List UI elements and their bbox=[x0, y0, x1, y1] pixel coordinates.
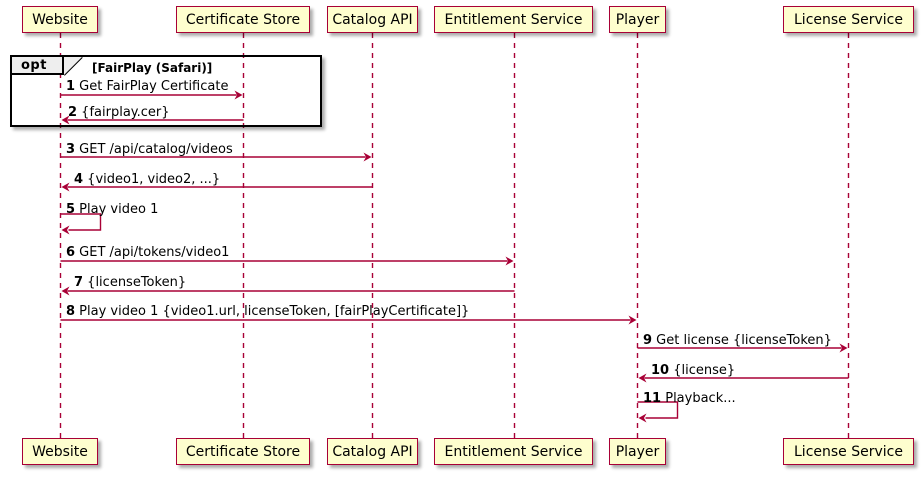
fragment-operator-label: opt bbox=[21, 57, 47, 73]
message-body: GET /api/tokens/video1 bbox=[75, 245, 230, 260]
message-label-6: 6 GET /api/tokens/video1 bbox=[66, 246, 229, 259]
arrow-head bbox=[628, 315, 637, 325]
participant-label: Certificate Store bbox=[185, 443, 301, 460]
participant-label: License Service bbox=[794, 11, 903, 28]
message-number: 10 bbox=[651, 363, 670, 378]
message-label-11: 11 Playback... bbox=[643, 392, 736, 405]
participant-bottom-license[interactable]: License Service bbox=[783, 438, 914, 465]
participant-bottom-catalogapi[interactable]: Catalog API bbox=[327, 438, 418, 465]
arrow-head bbox=[61, 182, 70, 192]
fragment-tab-slant bbox=[64, 57, 82, 75]
participant-label: Player bbox=[615, 11, 660, 28]
message-body: Get FairPlay Certificate bbox=[75, 79, 229, 94]
participant-top-entitlement[interactable]: Entitlement Service bbox=[434, 6, 593, 33]
arrow-head bbox=[505, 256, 514, 266]
message-label-1: 1 Get FairPlay Certificate bbox=[66, 80, 228, 93]
message-body: Get license {licenseToken} bbox=[652, 333, 832, 348]
message-body: Play video 1 {video1.url, licenseToken, … bbox=[75, 304, 470, 319]
participant-bottom-entitlement[interactable]: Entitlement Service bbox=[434, 438, 593, 465]
message-label-7: 7 {licenseToken} bbox=[74, 276, 186, 289]
message-number: 4 bbox=[74, 172, 84, 187]
arrow-head bbox=[363, 152, 372, 162]
message-label-9: 9 Get license {licenseToken} bbox=[643, 334, 832, 347]
message-body: {video1, video2, ...} bbox=[83, 172, 221, 187]
message-number: 5 bbox=[66, 202, 76, 217]
message-label-5: 5 Play video 1 bbox=[66, 203, 158, 216]
participant-bottom-certstore[interactable]: Certificate Store bbox=[176, 438, 310, 465]
message-body: Play video 1 bbox=[75, 202, 159, 217]
fragment-operator-tab: opt bbox=[12, 57, 64, 75]
participant-label: Entitlement Service bbox=[444, 11, 583, 28]
message-body: Playback... bbox=[661, 391, 736, 406]
message-number: 6 bbox=[66, 245, 76, 260]
message-label-2: 2 {fairplay.cer} bbox=[68, 106, 170, 119]
participant-top-player[interactable]: Player bbox=[609, 6, 666, 33]
message-number: 2 bbox=[68, 105, 78, 120]
participant-label: License Service bbox=[794, 443, 903, 460]
arrow-head bbox=[839, 343, 848, 353]
participant-bottom-player[interactable]: Player bbox=[609, 438, 666, 465]
message-body: {licenseToken} bbox=[83, 275, 187, 290]
participant-top-website[interactable]: Website bbox=[22, 6, 98, 33]
message-body: {license} bbox=[669, 363, 736, 378]
arrow-head bbox=[61, 225, 70, 235]
participant-label: Catalog API bbox=[332, 443, 413, 460]
message-number: 11 bbox=[643, 391, 662, 406]
message-label-3: 3 GET /api/catalog/videos bbox=[66, 143, 233, 156]
message-label-8: 8 Play video 1 {video1.url, licenseToken… bbox=[66, 305, 469, 318]
message-number: 7 bbox=[74, 275, 84, 290]
fragment-guard-label: [FairPlay (Safari)] bbox=[92, 61, 213, 75]
message-number: 1 bbox=[66, 79, 76, 94]
message-number: 3 bbox=[66, 142, 76, 157]
participant-label: Entitlement Service bbox=[444, 443, 583, 460]
arrow-head bbox=[638, 373, 647, 383]
message-body: {fairplay.cer} bbox=[77, 105, 170, 120]
fragment-frame-opt-fairplay bbox=[10, 55, 322, 127]
participant-label: Player bbox=[615, 443, 660, 460]
message-label-10: 10 {license} bbox=[651, 364, 735, 377]
arrow-head bbox=[61, 286, 70, 296]
participant-bottom-website[interactable]: Website bbox=[22, 438, 98, 465]
arrow-head bbox=[638, 413, 647, 423]
participant-label: Catalog API bbox=[332, 11, 413, 28]
message-number: 9 bbox=[643, 333, 653, 348]
participant-top-certstore[interactable]: Certificate Store bbox=[176, 6, 310, 33]
participant-label: Website bbox=[32, 11, 88, 28]
participant-top-license[interactable]: License Service bbox=[783, 6, 914, 33]
message-label-4: 4 {video1, video2, ...} bbox=[74, 173, 220, 186]
participant-top-catalogapi[interactable]: Catalog API bbox=[327, 6, 418, 33]
participant-label: Website bbox=[32, 443, 88, 460]
message-body: GET /api/catalog/videos bbox=[75, 142, 233, 157]
message-5 bbox=[60, 213, 102, 235]
participant-label: Certificate Store bbox=[185, 11, 301, 28]
message-number: 8 bbox=[66, 304, 76, 319]
